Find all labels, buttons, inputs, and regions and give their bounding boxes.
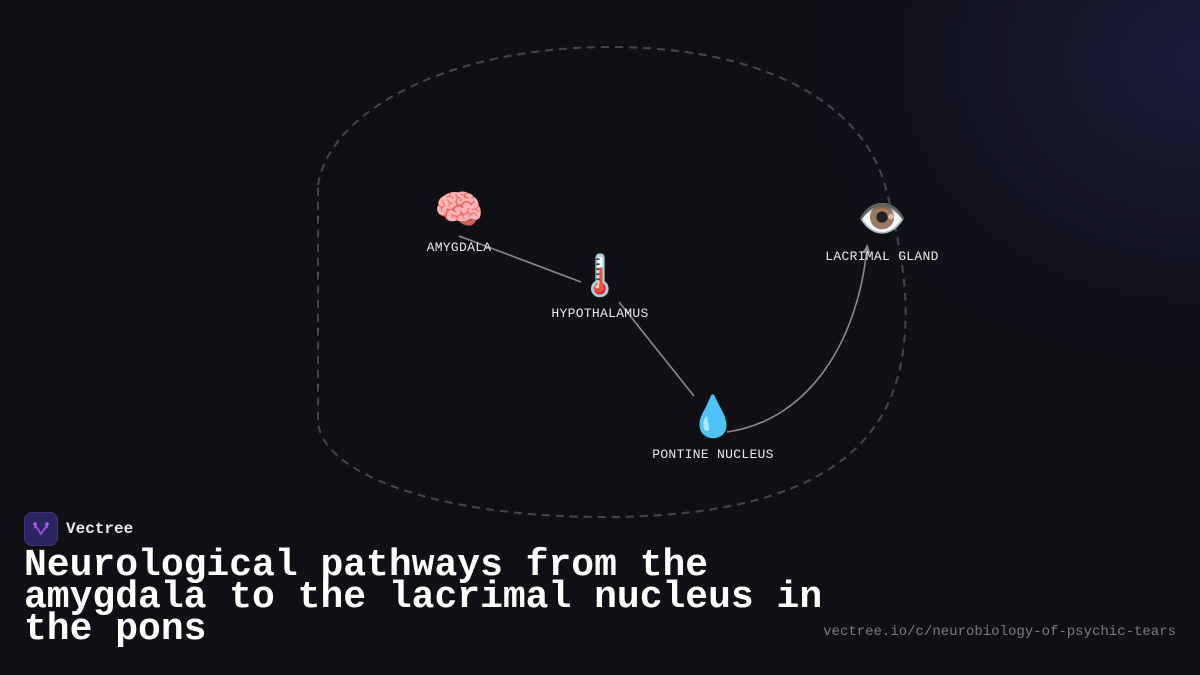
brand-name: Vectree (66, 520, 134, 538)
edge-amygdala-hypothalamus (458, 235, 582, 283)
droplet-icon: 💧 (688, 394, 738, 440)
node-label: AMYGDALA (426, 240, 492, 255)
source-url[interactable]: vectree.io/c/neurobiology-of-psychic-tea… (823, 624, 1176, 640)
vectree-logo-icon (24, 512, 58, 546)
node-amygdala[interactable]: 🧠 AMYGDALA (427, 186, 492, 256)
page-title: Neurological pathways from the amygdala … (24, 544, 823, 651)
node-label: HYPOTHALAMUS (551, 306, 649, 321)
eye-icon: 👁️ (857, 196, 907, 242)
edge-pontine-lacrimal (726, 244, 871, 433)
node-lacrimal-gland[interactable]: 👁️ LACRIMAL GLAND (825, 195, 938, 265)
thermometer-icon: 🌡️ (575, 253, 625, 299)
node-label: LACRIMAL GLAND (825, 249, 939, 264)
region-boundary (317, 45, 907, 519)
edge-hypothalamus-pontine (618, 301, 695, 397)
node-hypothalamus[interactable]: 🌡️ HYPOTHALAMUS (551, 252, 648, 322)
node-label: PONTINE NUCLEUS (652, 447, 774, 462)
brand[interactable]: Vectree (24, 512, 133, 546)
node-pontine-nucleus[interactable]: 💧 PONTINE NUCLEUS (652, 393, 774, 463)
brain-icon: 🧠 (434, 187, 484, 233)
